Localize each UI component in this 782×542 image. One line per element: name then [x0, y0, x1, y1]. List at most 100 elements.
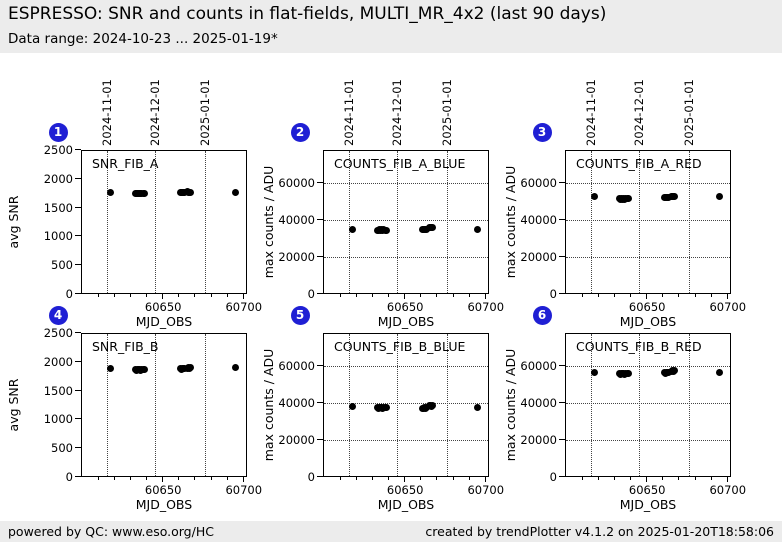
y-gridline: [324, 366, 488, 368]
y-tick-mark: [75, 264, 81, 266]
y-tick-mark: [317, 402, 323, 404]
x-minor-tick-mark: [129, 477, 131, 480]
date-label: 2025-01-01: [682, 79, 697, 146]
x-minor-tick-mark: [420, 477, 422, 480]
plot-box: SNR_FIB_B: [81, 333, 247, 477]
data-point: [383, 226, 391, 234]
data-point: [671, 367, 679, 375]
date-label: 2025-01-01: [198, 79, 213, 146]
x-minor-tick-mark: [226, 294, 228, 297]
y-tick-label: 0: [549, 287, 557, 301]
plot-title: SNR_FIB_A: [92, 156, 159, 171]
data-point: [590, 368, 598, 376]
date-gridline: [155, 334, 157, 476]
date-label: 2024-12-01: [390, 79, 405, 146]
date-label: 2025-01-01: [440, 79, 455, 146]
date-gridline: [397, 334, 399, 476]
x-minor-tick-mark: [710, 477, 712, 480]
x-minor-tick-mark: [97, 294, 99, 297]
y-tick-mark: [75, 476, 81, 477]
plot-number-badge[interactable]: 3: [532, 122, 552, 142]
y-tick-mark: [559, 182, 565, 184]
x-minor-tick-mark: [581, 477, 583, 480]
y-gridline: [566, 220, 730, 222]
y-tick-label: 1000: [43, 229, 73, 244]
x-tick-label: 60700: [709, 483, 747, 497]
plot-box: COUNTS_FIB_B_BLUE: [323, 333, 489, 477]
data-point: [232, 364, 240, 372]
x-minor-tick-mark: [452, 294, 454, 297]
x-minor-tick-mark: [662, 294, 664, 297]
y-tick-label: 60000: [520, 359, 557, 374]
y-tick-label: 0: [307, 287, 315, 301]
y-gridline: [566, 403, 730, 405]
x-minor-tick-mark: [388, 477, 390, 480]
y-gridline: [324, 257, 488, 259]
date-label: 2024-11-01: [99, 79, 114, 146]
y-tick-mark: [559, 256, 565, 258]
date-gridline: [106, 151, 108, 293]
x-minor-tick-mark: [678, 294, 680, 297]
x-minor-tick-mark: [339, 294, 341, 297]
y-tick-label: 60000: [520, 176, 557, 191]
data-point: [187, 188, 195, 196]
footer-created-by: created by trendPlotter v4.1.2 on 2025-0…: [425, 524, 774, 539]
x-minor-tick-mark: [630, 294, 632, 297]
x-minor-tick-mark: [371, 294, 373, 297]
plot-number-badge[interactable]: 1: [48, 122, 68, 142]
y-tick-mark: [75, 389, 81, 391]
plot-number-badge[interactable]: 5: [290, 305, 310, 325]
y-tick-label: 2500: [43, 143, 73, 157]
date-gridline: [689, 151, 691, 293]
y-tick-mark: [317, 256, 323, 258]
data-point: [141, 366, 149, 374]
x-minor-tick-mark: [388, 294, 390, 297]
y-tick-mark: [559, 293, 565, 294]
date-gridline: [447, 151, 449, 293]
x-minor-tick-mark: [129, 294, 131, 297]
data-point: [106, 188, 114, 196]
y-tick-mark: [75, 177, 81, 179]
y-tick-mark: [317, 365, 323, 367]
x-minor-tick-mark: [436, 477, 438, 480]
header-band: [0, 0, 782, 53]
y-axis-label: max counts / ADU: [503, 348, 518, 462]
x-minor-tick-mark: [436, 294, 438, 297]
plot-box: COUNTS_FIB_A_BLUE: [323, 150, 489, 294]
y-tick-label: 40000: [278, 213, 315, 228]
y-tick-label: 20000: [278, 250, 315, 265]
x-tick-mark: [726, 294, 728, 299]
x-minor-tick-mark: [371, 477, 373, 480]
x-minor-tick-mark: [355, 477, 357, 480]
date-gridline: [106, 334, 108, 476]
y-tick-mark: [75, 418, 81, 420]
data-point: [106, 364, 114, 372]
data-point: [383, 404, 391, 412]
x-axis-label: MJD_OBS: [619, 497, 677, 512]
x-minor-tick-mark: [694, 294, 696, 297]
y-tick-label: 20000: [278, 433, 315, 448]
x-minor-tick-mark: [468, 294, 470, 297]
y-tick-label: 40000: [278, 396, 315, 411]
y-tick-label: 20000: [520, 250, 557, 265]
x-tick-mark: [162, 294, 164, 299]
plot-box: COUNTS_FIB_A_RED: [565, 150, 731, 294]
plot-number-badge[interactable]: 6: [532, 305, 552, 325]
y-tick-mark: [317, 293, 323, 294]
date-gridline: [155, 151, 157, 293]
x-tick-label: 60700: [225, 483, 263, 497]
date-gridline: [590, 334, 592, 476]
y-gridline: [324, 403, 488, 405]
x-minor-tick-mark: [178, 477, 180, 480]
y-gridline: [324, 440, 488, 442]
data-point: [625, 195, 633, 203]
y-tick-mark: [75, 235, 81, 237]
x-tick-label: 60650: [628, 483, 666, 497]
plot-number-badge[interactable]: 4: [48, 305, 68, 325]
date-gridline: [397, 151, 399, 293]
data-point: [348, 402, 356, 410]
x-tick-mark: [646, 294, 648, 299]
plot-number-badge[interactable]: 2: [290, 122, 310, 142]
y-gridline: [566, 257, 730, 259]
x-tick-label: 60700: [709, 300, 747, 314]
